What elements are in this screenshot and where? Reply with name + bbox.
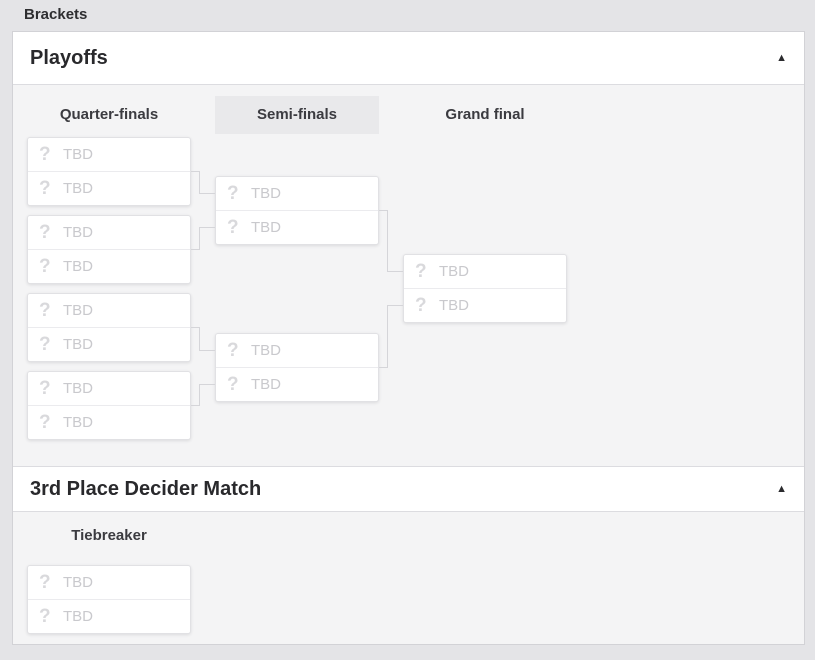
unknown-participant-icon: ? [415,294,427,316]
playoffs-bracket: Quarter-finals Semi-finals Grand final ?… [13,85,804,466]
unknown-participant-icon: ? [39,255,51,277]
page-title: Brackets [24,6,88,23]
participant-name: TBD [439,296,469,314]
unknown-participant-icon: ? [227,183,239,204]
round-header-semi-finals: Semi-finals [215,96,379,134]
brackets-card: Playoffs ▲ Quarter-finals Semi-finals Gr… [12,31,805,645]
participant-name: TBD [63,380,93,397]
participant-name: TBD [63,179,93,197]
bracket-connector [379,210,387,211]
participant-name: TBD [63,257,93,275]
bracket-connector [199,384,215,385]
unknown-participant-icon: ? [227,373,239,395]
round-header-quarter-finals: Quarter-finals [59,106,159,123]
match-card-sf1[interactable]: ? TBD ? TBD [215,176,379,245]
bracket-connector [191,327,199,328]
match-slot: ? TBD [28,294,190,327]
match-slot: ? TBD [216,334,378,367]
match-card-qf2[interactable]: ? TBD ? TBD [27,215,191,284]
participant-name: TBD [63,413,93,431]
participant-name: TBD [439,263,469,280]
participant-name: TBD [251,218,281,236]
unknown-participant-icon: ? [415,261,427,282]
bracket-connector [191,249,199,250]
section-title-playoffs: Playoffs [30,46,108,69]
bracket-connector [387,271,403,272]
round-header-tiebreaker: Tiebreaker [71,527,147,544]
bracket-connector [379,367,387,368]
collapse-caret-icon[interactable]: ▲ [776,51,787,64]
match-card-qf3[interactable]: ? TBD ? TBD [27,293,191,362]
bracket-connector [387,210,388,272]
bracket-connector [387,305,403,306]
participant-name: TBD [251,342,281,359]
unknown-participant-icon: ? [39,605,51,627]
match-slot: ? TBD [404,255,566,288]
collapse-caret-icon[interactable]: ▲ [776,482,787,495]
match-card-tiebreaker[interactable]: ? TBD ? TBD [27,565,191,634]
bracket-connector [199,384,200,406]
section-header-3rd-place[interactable]: 3rd Place Decider Match ▲ [13,466,804,512]
participant-name: TBD [63,607,93,625]
unknown-participant-icon: ? [39,222,51,243]
match-slot: ? TBD [28,372,190,405]
tiebreaker-bracket: Tiebreaker ? TBD ? TBD [13,512,804,644]
unknown-participant-icon: ? [39,333,51,355]
bracket-connector [199,327,200,351]
participant-name: TBD [63,335,93,353]
match-slot: ? TBD [28,138,190,171]
match-card-grand-final[interactable]: ? TBD ? TBD [403,254,567,323]
participant-name: TBD [63,146,93,163]
unknown-participant-icon: ? [39,300,51,321]
section-title-3rd-place: 3rd Place Decider Match [30,477,262,500]
bracket-connector [199,193,215,194]
match-slot: ? TBD [28,171,190,204]
unknown-participant-icon: ? [39,144,51,165]
participant-name: TBD [251,375,281,393]
unknown-participant-icon: ? [227,216,239,238]
unknown-participant-icon: ? [39,572,51,593]
match-slot: ? TBD [28,599,190,632]
participant-name: TBD [251,185,281,202]
unknown-participant-icon: ? [39,411,51,433]
participant-name: TBD [63,302,93,319]
match-slot: ? TBD [28,249,190,282]
bracket-connector [191,405,199,406]
bracket-connector [191,171,199,172]
match-slot: ? TBD [28,405,190,438]
match-slot: ? TBD [28,566,190,599]
match-card-sf2[interactable]: ? TBD ? TBD [215,333,379,402]
match-slot: ? TBD [216,177,378,210]
unknown-participant-icon: ? [39,378,51,399]
bracket-connector [199,227,200,250]
match-card-qf4[interactable]: ? TBD ? TBD [27,371,191,440]
participant-name: TBD [63,224,93,241]
round-header-grand-final: Grand final [445,106,525,123]
match-slot: ? TBD [28,327,190,360]
match-slot: ? TBD [216,210,378,243]
unknown-participant-icon: ? [227,340,239,361]
match-slot: ? TBD [404,288,566,321]
bracket-connector [199,171,200,194]
match-slot: ? TBD [28,216,190,249]
match-card-qf1[interactable]: ? TBD ? TBD [27,137,191,206]
participant-name: TBD [63,574,93,591]
bracket-connector [199,350,215,351]
unknown-participant-icon: ? [39,177,51,199]
match-slot: ? TBD [216,367,378,400]
bracket-connector [199,227,215,228]
bracket-connector [387,305,388,368]
section-header-playoffs[interactable]: Playoffs ▲ [13,32,804,85]
